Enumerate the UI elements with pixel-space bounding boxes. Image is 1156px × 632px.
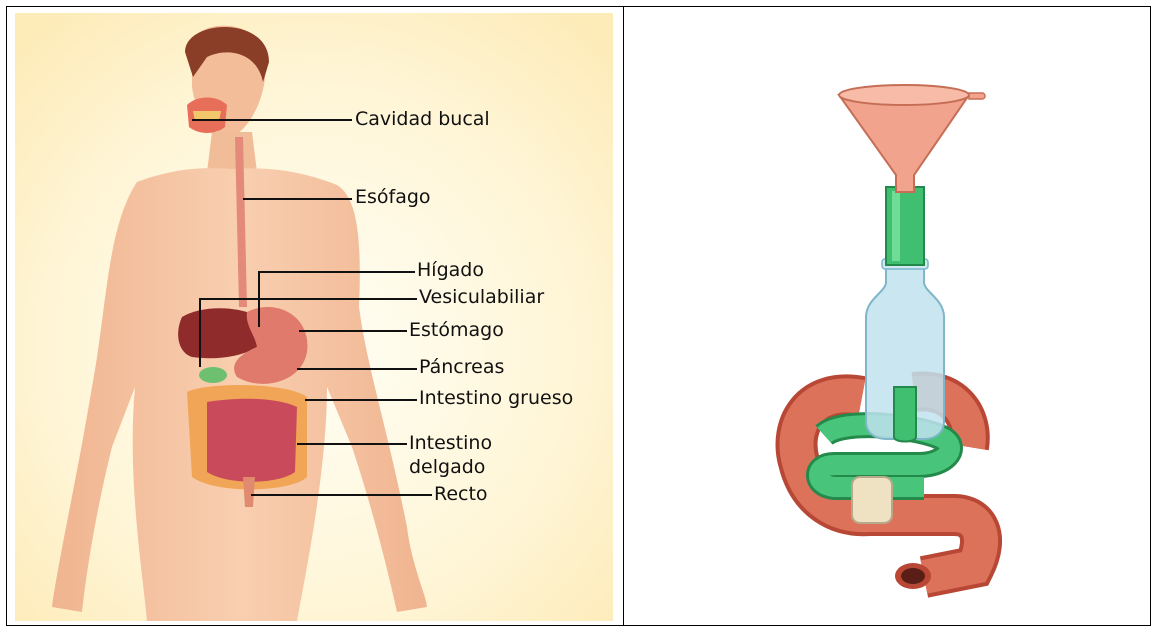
label-cavidad-bucal: Cavidad bucal (355, 110, 490, 129)
label-vesicula-biliar: Vesiculabiliar (419, 288, 544, 307)
human-digestive-system-diagram: Cavidad bucal Esófago Hígado Vesiculabil… (7, 7, 623, 625)
small-intestine (207, 399, 297, 482)
label-intestino-delgado-line1: Intestino (409, 434, 492, 453)
label-higado: Hígado (417, 261, 484, 280)
diagram-table: Cavidad bucal Esófago Hígado Vesiculabil… (6, 6, 1151, 626)
inner-green-tube (894, 387, 916, 442)
green-neck-tube (886, 187, 924, 265)
label-estomago: Estómago (409, 321, 504, 340)
model-illustration (624, 7, 1150, 625)
label-recto: Recto (434, 485, 488, 504)
funnel (839, 85, 985, 192)
tie-wrap (852, 477, 892, 523)
label-intestino-grueso: Intestino grueso (419, 389, 573, 408)
funnel-bottle-tube-model (624, 7, 1150, 625)
digestive-illustration (7, 7, 623, 625)
label-intestino-delgado-line2: delgado (409, 458, 485, 477)
rectum (243, 477, 255, 507)
gallbladder (199, 367, 227, 383)
label-pancreas: Páncreas (419, 358, 504, 377)
label-esofago: Esófago (355, 188, 431, 207)
